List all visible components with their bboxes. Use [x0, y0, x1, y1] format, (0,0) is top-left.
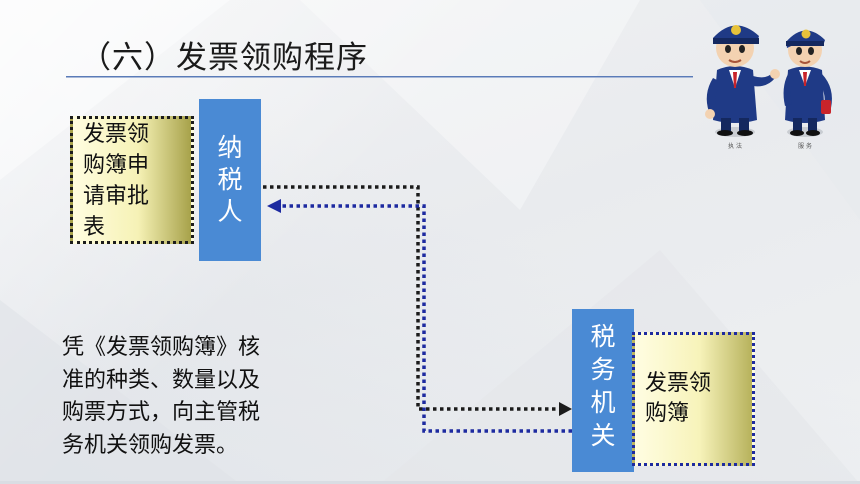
officer-left: 执 法 [705, 25, 780, 150]
bottom-edge [0, 481, 860, 484]
authority-char: 机 [590, 388, 616, 417]
officer-right: 服 务 [783, 29, 832, 150]
taxpayer-bar: 纳 税 人 [199, 99, 261, 261]
taxpayer-char: 税 [217, 165, 243, 194]
procedure-description: 凭《发票领购簿》核 准的种类、数量以及 购票方式，向主管税 务机关领购发票。 [62, 332, 337, 462]
authority-char: 关 [590, 421, 616, 450]
tax-authority-bar: 税 务 机 关 [572, 309, 634, 472]
book-box-line: 发票领 [645, 371, 712, 396]
form-box-line: 表 [83, 215, 106, 240]
request-arrowhead [559, 402, 572, 416]
return-arrowhead [267, 199, 281, 213]
description-line: 购票方式，向主管税 [62, 400, 261, 425]
title-underline [66, 76, 693, 78]
taxpayer-char: 人 [217, 197, 243, 226]
request-arrow-line [263, 185, 560, 411]
authority-char: 税 [590, 322, 616, 351]
mascot-officers-icon: 执 法 服 务 [705, 25, 832, 150]
form-box-line: 发票领 [83, 122, 150, 147]
description-line: 务机关领购发票。 [62, 432, 239, 458]
application-form-box: 发票领 购簿申 请审批 表 [70, 116, 194, 244]
description-line: 准的种类、数量以及 [62, 367, 261, 393]
page-title: （六）发票领购程序 [80, 40, 368, 76]
authority-char: 务 [590, 355, 616, 384]
mascot-right-caption: 服 务 [798, 142, 812, 150]
form-box-line: 请审批 [83, 184, 150, 209]
form-box-line: 购簿申 [83, 153, 150, 178]
book-box-line: 购簿 [645, 401, 690, 426]
mascot-left-caption: 执 法 [728, 142, 742, 150]
return-arrow-line [280, 204, 572, 433]
description-line: 凭《发票领购簿》核 [62, 335, 261, 360]
purchase-book-box: 发票领 购簿 [632, 332, 755, 466]
taxpayer-char: 纳 [217, 133, 243, 162]
